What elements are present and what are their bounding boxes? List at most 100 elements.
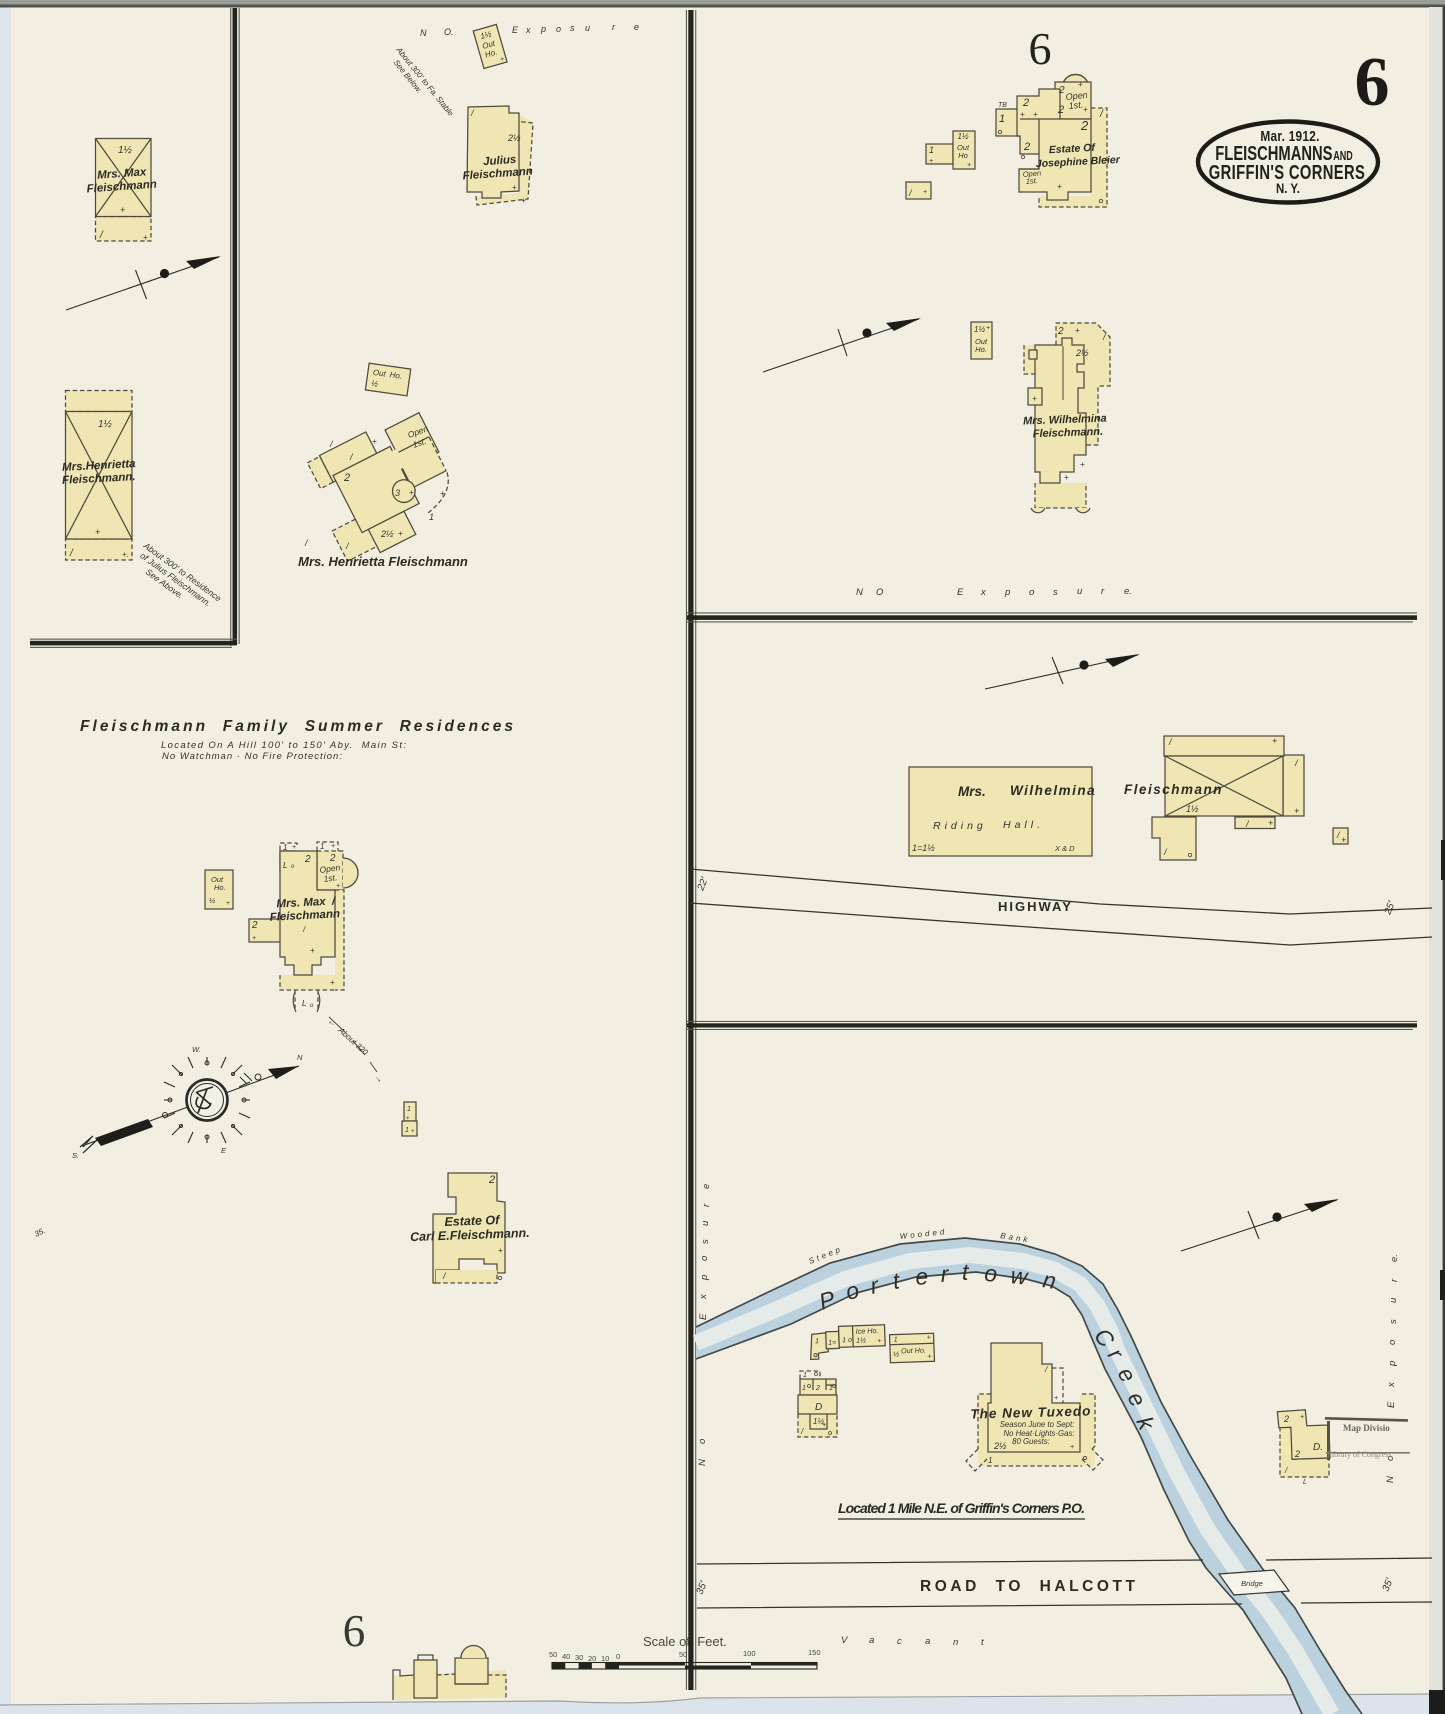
svg-text:1½: 1½	[957, 132, 968, 141]
svg-text:Riding: Riding	[933, 820, 987, 832]
svg-text:1: 1	[283, 843, 287, 852]
svg-text:1: 1	[999, 113, 1005, 125]
svg-text:u: u	[1077, 586, 1083, 597]
svg-text:6: 6	[1029, 23, 1052, 74]
svg-text:o: o	[291, 864, 295, 870]
svg-text:+: +	[986, 325, 990, 332]
svg-text:Ho.: Ho.	[484, 47, 498, 59]
svg-text:+: +	[372, 437, 377, 446]
svg-text:E: E	[957, 587, 964, 598]
svg-text:N: N	[297, 1053, 303, 1062]
svg-text:1: 1	[894, 1334, 898, 1343]
svg-text:GRIFFIN'S CORNERS: GRIFFIN'S CORNERS	[1209, 161, 1365, 184]
svg-text:1½: 1½	[974, 325, 985, 334]
svg-text:No Watchman · No Fire Protecti: No Watchman · No Fire Protection:	[162, 751, 342, 762]
svg-text:o: o	[1387, 1340, 1398, 1345]
svg-text:/: /	[1102, 332, 1107, 342]
svg-text:Hall.: Hall.	[1003, 819, 1044, 831]
svg-text:½: ½	[371, 379, 379, 389]
svg-text:+: +	[1268, 818, 1273, 828]
svg-text:N: N	[1385, 1476, 1396, 1483]
svg-text:/: /	[99, 230, 104, 241]
svg-text:Mrs.Henrietta: Mrs.Henrietta	[62, 458, 137, 474]
svg-text:o: o	[1385, 1456, 1396, 1461]
svg-text:FLEISCHMANNSAND: FLEISCHMANNSAND	[1215, 142, 1353, 165]
svg-text:Ho: Ho	[958, 151, 968, 160]
svg-text:1½: 1½	[479, 29, 492, 41]
svg-text:r: r	[1389, 1278, 1400, 1282]
svg-text:o: o	[699, 1256, 710, 1261]
svg-text:+: +	[498, 1246, 503, 1255]
svg-text:Mar. 1912.: Mar. 1912.	[1260, 128, 1319, 144]
svg-text:+: +	[1032, 394, 1037, 403]
svg-text:+: +	[1272, 736, 1277, 746]
svg-text:1st.: 1st.	[411, 436, 427, 450]
svg-text:/: /	[1245, 819, 1250, 829]
svg-text:Fleischmann: Fleischmann	[269, 908, 340, 924]
svg-text:e: e	[914, 1263, 929, 1290]
svg-text:1st.: 1st.	[1025, 176, 1038, 186]
svg-text:Out: Out	[481, 39, 497, 51]
svg-text:1½: 1½	[1186, 804, 1199, 814]
svg-text:N. Y.: N. Y.	[1276, 181, 1300, 196]
svg-text:Library of Congress: Library of Congress	[1327, 1450, 1391, 1459]
svg-text:L: L	[283, 861, 287, 870]
svg-text:1½: 1½	[98, 419, 113, 430]
svg-text:u: u	[700, 1220, 711, 1226]
svg-text:+: +	[1294, 806, 1299, 816]
svg-text:2: 2	[1080, 118, 1089, 133]
svg-text:+: +	[1341, 835, 1346, 845]
svg-text:Fleischmann.: Fleischmann.	[62, 471, 136, 487]
svg-text:s: s	[700, 1239, 711, 1244]
svg-text:+: +	[292, 844, 296, 851]
svg-text:/: /	[345, 541, 350, 551]
svg-text:½: ½	[893, 1349, 899, 1358]
svg-text:r: r	[612, 22, 616, 32]
svg-text:n: n	[1041, 1266, 1058, 1294]
svg-text:V: V	[841, 1635, 849, 1646]
svg-text:1: 1	[407, 1106, 411, 1113]
svg-text:1: 1	[802, 1385, 806, 1392]
svg-text:10: 10	[601, 1654, 609, 1663]
svg-text:/: /	[1163, 847, 1168, 857]
svg-text:1: 1	[429, 512, 434, 522]
svg-text:1 o: 1 o	[842, 1335, 852, 1344]
svg-text:Ho.: Ho.	[389, 370, 403, 381]
svg-text:D: D	[815, 1402, 822, 1413]
svg-text:Estate Of: Estate Of	[444, 1213, 501, 1229]
svg-text:Located 1 Mile N.E. of Griffin: Located 1 Mile N.E. of Griffin's Corners…	[838, 1500, 1085, 1516]
svg-text:+: +	[1075, 326, 1080, 335]
svg-text:/: /	[1284, 1466, 1288, 1475]
svg-text:+: +	[252, 935, 256, 942]
svg-text:No Heat·Lights·Gas:: No Heat·Lights·Gas:	[1003, 1429, 1074, 1438]
svg-text:+: +	[336, 883, 340, 890]
svg-text:150: 150	[808, 1648, 821, 1657]
svg-text:2: 2	[1294, 1449, 1300, 1459]
svg-text:Mrs. Max /: Mrs. Max /	[276, 895, 337, 910]
svg-text:ROAD TO HALCOTT: ROAD TO HALCOTT	[920, 1578, 1138, 1595]
svg-text:x: x	[1386, 1381, 1397, 1388]
svg-text:Map Divisio: Map Divisio	[1343, 1423, 1390, 1433]
svg-text:s: s	[570, 23, 575, 33]
svg-text:O: O	[876, 587, 884, 598]
svg-text:o: o	[310, 1003, 314, 1009]
svg-text:0: 0	[616, 1652, 620, 1661]
svg-text:e.: e.	[1124, 586, 1132, 597]
svg-text:2: 2	[1023, 141, 1030, 153]
svg-text:N: N	[420, 28, 427, 38]
svg-text:The New Tuxedo: The New Tuxedo	[970, 1403, 1091, 1421]
svg-text:s: s	[1053, 587, 1058, 598]
svg-text:+: +	[95, 527, 100, 537]
svg-text:+: +	[1078, 80, 1083, 89]
svg-text:E: E	[512, 25, 519, 35]
svg-text:Out: Out	[975, 337, 988, 346]
svg-text:+: +	[143, 233, 148, 242]
svg-text:2: 2	[1283, 1414, 1289, 1424]
svg-text:p: p	[699, 1275, 710, 1281]
svg-text:+: +	[331, 843, 335, 850]
svg-text:Season June to Sept:: Season June to Sept:	[1000, 1420, 1075, 1429]
svg-text:+: +	[967, 162, 971, 169]
svg-text:2½: 2½	[993, 1441, 1007, 1451]
svg-text:1=1½: 1=1½	[912, 843, 935, 853]
svg-text:x: x	[525, 25, 531, 35]
